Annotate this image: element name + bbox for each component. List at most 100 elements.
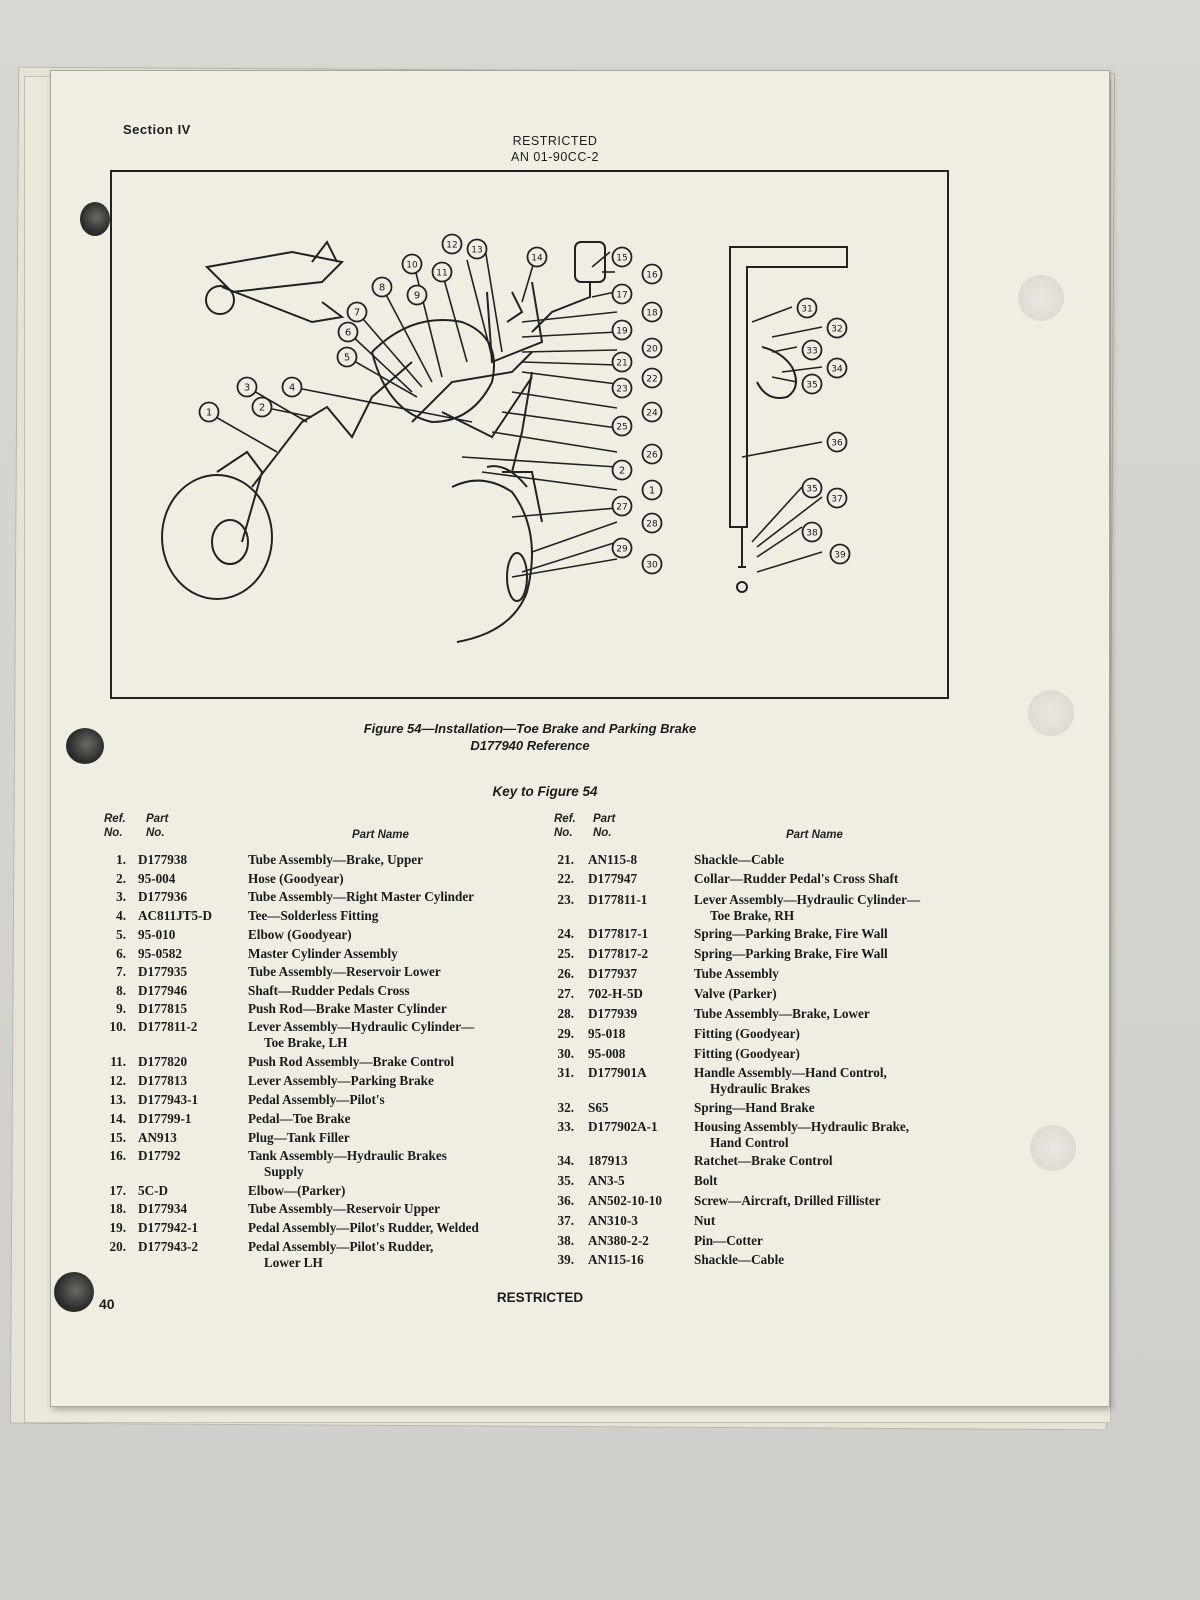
callout-25: 25 [611,415,633,437]
part-name: Shaft—Rudder Pedals Cross [248,983,409,999]
part-name-continuation: Supply [264,1164,304,1179]
ref-number: 7. [116,964,126,979]
part-name: Housing Assembly—Hydraulic Brake,Hand Co… [694,1119,909,1151]
callout-1: 1 [198,401,220,423]
part-number: D177817-1 [588,926,649,941]
callout-label: 19 [616,327,628,337]
part-name: Hose (Goodyear) [248,871,344,887]
binder-hole [54,1272,94,1312]
callout-label: 10 [406,261,418,271]
callout-label: 35 [806,485,817,495]
callout-20: 20 [641,337,663,359]
part-number: D177938 [138,852,188,867]
part-name-line: Ratchet—Brake Control [694,1153,833,1168]
callout-16: 16 [641,263,663,285]
part-name-line: Plug—Tank Filler [248,1130,350,1145]
parts-list-row: 32. S65 Spring—Hand Brake [544,1100,984,1118]
ref-number: 30. [557,1046,574,1061]
callout-8: 8 [371,276,393,298]
key-title: Key to Figure 54 [492,784,598,799]
callout-29: 29 [611,537,633,559]
document-number: AN 01-90CC-2 [511,150,599,164]
callout-17: 17 [611,283,633,305]
ref-number: 14. [109,1111,126,1126]
ref-number: 35. [557,1173,574,1188]
ref-number: 31. [557,1065,574,1080]
ref-number: 24. [557,926,574,941]
part-name-line: Spring—Parking Brake, Fire Wall [694,946,888,961]
part-name: Pin—Cotter [694,1233,763,1249]
ref-number: 33. [557,1119,574,1134]
callout-label: 16 [646,271,658,281]
callout-32: 32 [826,317,848,339]
part-number: S65 [588,1100,609,1115]
part-name-continuation: Hand Control [710,1135,789,1150]
callout-label: 15 [616,254,627,264]
part-name-line: Tube Assembly—Reservoir Lower [248,964,441,979]
parts-list-row: 33. D177902A-1 Housing Assembly—Hydraulic … [544,1119,984,1153]
part-name: Spring—Hand Brake [694,1100,815,1116]
callout-label: 30 [646,561,658,571]
ref-number: 10. [109,1019,126,1034]
part-name: Pedal Assembly—Pilot's Rudder,Lower LH [248,1239,433,1271]
callout-28: 28 [641,512,663,534]
callout-label: 37 [831,495,842,505]
part-name-line: Pedal—Toe Brake [248,1111,351,1126]
part-number: D177902A-1 [588,1119,658,1134]
callout-27: 27 [611,495,633,517]
brake-ratchet [756,346,797,399]
callout-12: 12 [441,233,463,255]
figure-caption: Figure 54—Installation—Toe Brake and Par… [280,720,780,754]
ref-number: 18. [109,1201,126,1216]
part-name-line: Screw—Aircraft, Drilled Fillister [694,1193,881,1208]
part-name-line: Tee—Solderless Fitting [248,908,379,923]
callout-19: 19 [611,319,633,341]
part-name-line: Tube Assembly—Right Master Cylinder [248,889,475,904]
page-header: RESTRICTED AN 01-90CC-2 [430,133,680,165]
part-number: D177813 [138,1073,188,1088]
callout-label: 23 [616,385,627,395]
callout-label: 7 [354,308,360,319]
part-name-line: Pedal Assembly—Pilot's [248,1092,385,1107]
callout-15: 15 [611,246,633,268]
ref-number: 15. [109,1130,126,1145]
part-number: D177947 [588,871,638,886]
ref-number: 13. [109,1092,126,1107]
callout-label: 27 [616,503,627,513]
ref-number: 22. [557,871,574,886]
part-name-line: Tube Assembly—Brake, Lower [694,1006,870,1021]
part-name-line: Push Rod Assembly—Brake Control [248,1054,455,1069]
callout-35: 35 [801,373,823,395]
ref-number: 34. [557,1153,574,1168]
part-number: AN3-5 [588,1173,625,1188]
ref-number: 17. [109,1183,126,1198]
callout-label: 11 [436,269,447,279]
part-name: Tube Assembly—Reservoir Upper [248,1201,440,1217]
part-name-line: Elbow (Goodyear) [248,927,352,942]
part-number: D177937 [588,966,638,981]
callout-2: 2 [611,459,633,481]
callout-label: 12 [446,241,457,251]
ref-number: 32. [557,1100,574,1115]
